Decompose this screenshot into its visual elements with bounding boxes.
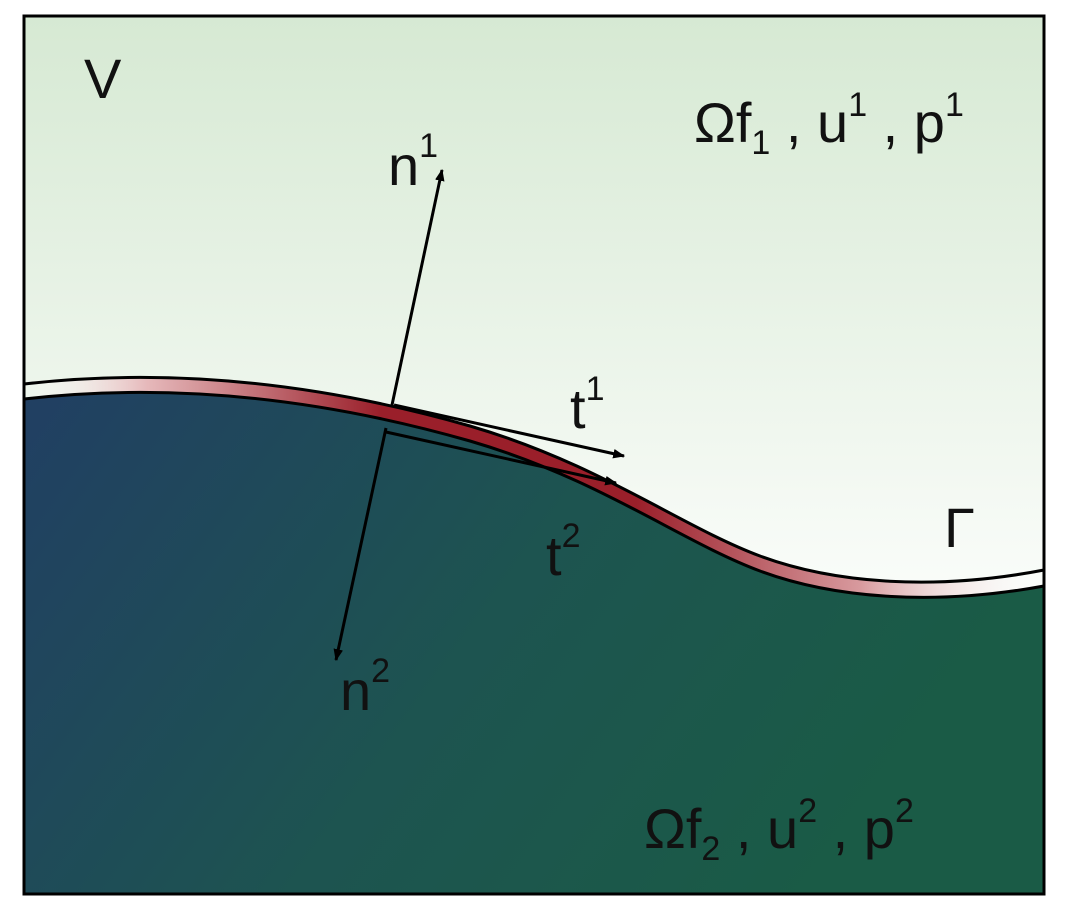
upper-sep1: , — [770, 91, 817, 154]
interface-line-lower — [23, 390, 1045, 599]
normal-2-base: n — [340, 659, 371, 722]
interface-line-upper — [23, 375, 1045, 584]
upper-pressure-sup: 1 — [945, 86, 964, 124]
normal-1-arrow — [390, 168, 445, 406]
tangent-1-sup: 1 — [586, 370, 605, 408]
interface-band — [17, 378, 1051, 598]
tangent-1-arrow — [393, 403, 626, 459]
tangent-2-base: t — [546, 524, 562, 587]
normal-1-sup: 1 — [419, 127, 438, 165]
tangent-1-label: t1 — [570, 370, 604, 440]
normal-1-base: n — [388, 134, 419, 197]
lower-fluid-region — [24, 391, 1044, 894]
tangent-1-base: t — [570, 377, 586, 440]
diagram-frame — [22, 14, 1046, 896]
normal-2-arrow — [333, 427, 388, 662]
upper-region-label: Ωf1 , u1 , p1 — [694, 86, 964, 162]
normal-1-label: n1 — [388, 127, 438, 197]
interface-label: Γ — [944, 496, 975, 559]
upper-omega-subscript: 1 — [751, 124, 770, 162]
normal-2-sup: 2 — [371, 652, 390, 690]
upper-velocity-sup: 1 — [848, 86, 867, 124]
lower-pressure: p — [864, 797, 895, 860]
lower-sep1: , — [720, 797, 767, 860]
lower-omega: Ωf — [644, 797, 702, 860]
normal-2-label: n2 — [340, 652, 390, 722]
lower-velocity: u — [767, 797, 798, 860]
lower-velocity-sup: 2 — [798, 792, 817, 830]
tangent-2-sup: 2 — [562, 517, 581, 555]
upper-velocity: u — [817, 91, 848, 154]
tangent-2-label: t2 — [546, 517, 580, 587]
lower-region-label: Ωf2 , u2 , p2 — [644, 792, 914, 868]
upper-sep2: , — [867, 91, 914, 154]
lower-omega-subscript: 2 — [701, 830, 720, 868]
lower-sep2: , — [817, 797, 864, 860]
upper-omega: Ωf — [694, 91, 752, 154]
volume-label: V — [84, 47, 122, 110]
tangent-2-arrow — [385, 430, 618, 486]
upper-pressure: p — [914, 91, 945, 154]
lower-pressure-sup: 2 — [895, 792, 914, 830]
